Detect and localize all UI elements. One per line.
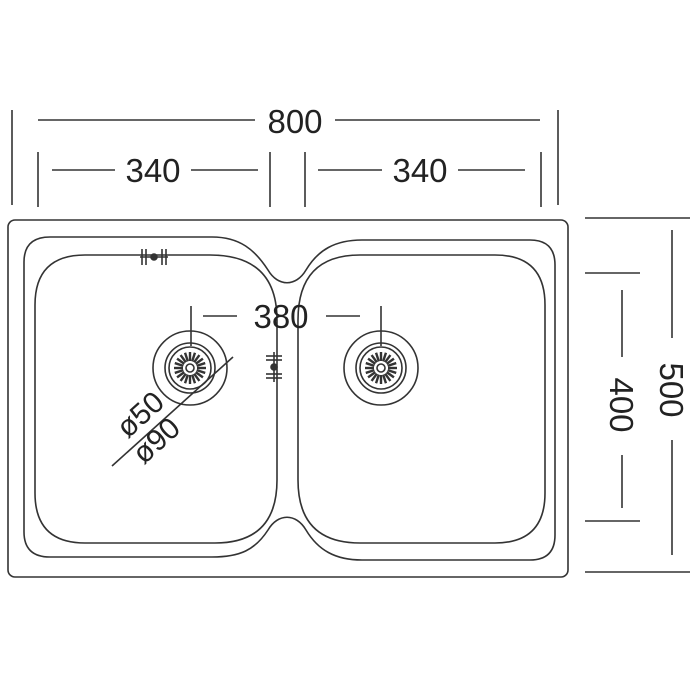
label-340-right: 340 bbox=[392, 152, 447, 189]
strainer-slot bbox=[382, 374, 388, 384]
overflow-marker-icon bbox=[266, 352, 282, 382]
strainer-slot bbox=[176, 357, 186, 365]
drain-ring bbox=[164, 342, 216, 394]
strainer-slot bbox=[384, 372, 392, 382]
strainer-slot bbox=[365, 361, 375, 367]
label-380: 380 bbox=[253, 298, 308, 335]
strainer-slot bbox=[196, 369, 206, 375]
strainer-slot bbox=[370, 354, 378, 364]
strainer-slot bbox=[387, 361, 397, 367]
strainer-slot bbox=[367, 357, 377, 365]
left-bowl bbox=[34, 254, 278, 544]
diameter-leader bbox=[111, 356, 234, 467]
strainer-slot bbox=[191, 352, 197, 362]
strainer-slot bbox=[174, 361, 184, 367]
drain-center bbox=[185, 363, 195, 373]
strainer-slot bbox=[179, 354, 187, 364]
strainer-slot bbox=[387, 369, 397, 375]
strainer-slot bbox=[196, 361, 206, 367]
strainer-slot bbox=[183, 352, 189, 362]
dim-380 bbox=[190, 306, 382, 346]
strainer-slot bbox=[183, 374, 189, 384]
drain-ring bbox=[168, 346, 212, 390]
dim-800 bbox=[11, 110, 559, 205]
strainer-slot bbox=[367, 371, 377, 379]
left-drain bbox=[152, 330, 228, 406]
strainer-slot bbox=[194, 357, 204, 365]
label-800: 800 bbox=[267, 103, 322, 140]
strainer-slot bbox=[179, 372, 187, 382]
strainer-slot bbox=[193, 372, 201, 382]
drain-ring bbox=[152, 330, 228, 406]
sink-plate bbox=[7, 219, 569, 578]
strainer-slot bbox=[193, 354, 201, 364]
drain-center bbox=[376, 363, 386, 373]
label-400: 400 bbox=[603, 377, 640, 432]
drain-ring bbox=[355, 342, 407, 394]
drain-ring bbox=[359, 346, 403, 390]
dim-400 bbox=[585, 272, 640, 522]
strainer-slot bbox=[370, 372, 378, 382]
strainer-slot bbox=[385, 371, 395, 379]
strainer-slot bbox=[176, 371, 186, 379]
strainer-slot bbox=[365, 369, 375, 375]
strainer-slot bbox=[384, 354, 392, 364]
strainer-slot bbox=[174, 369, 184, 375]
right-bowl bbox=[297, 254, 546, 544]
strainer-slot bbox=[374, 374, 380, 384]
label-500: 500 bbox=[653, 362, 690, 417]
label-340-left: 340 bbox=[125, 152, 180, 189]
strainer-slot bbox=[382, 352, 388, 362]
strainer-slot bbox=[191, 374, 197, 384]
dim-500 bbox=[585, 217, 690, 573]
sink-rim bbox=[23, 236, 556, 561]
strainer-slot bbox=[374, 352, 380, 362]
dim-340 bbox=[37, 152, 542, 207]
strainer-slot bbox=[385, 357, 395, 365]
strainer-slot bbox=[194, 371, 204, 379]
tap-hole-marker-icon bbox=[140, 249, 168, 265]
